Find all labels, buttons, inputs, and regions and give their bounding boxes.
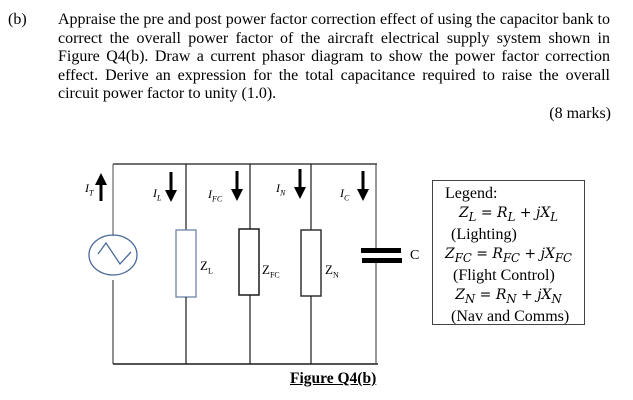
- legend-title: Legend:: [445, 185, 498, 202]
- current-label-in: IN: [276, 181, 286, 198]
- legend-desc-flight-control: (Flight Control): [453, 266, 555, 284]
- question-label: (b): [8, 11, 27, 28]
- impedance-label-zfc: ZFC: [262, 262, 280, 280]
- arrow-down-icon: [165, 172, 177, 202]
- figure-caption: Figure Q4(b): [290, 370, 377, 387]
- arrow-up-icon: [95, 173, 107, 201]
- arrow-down-icon: [294, 169, 306, 199]
- legend-equation-zn: ZN = RN + jXN: [455, 286, 562, 306]
- legend-desc-lighting: (Lighting): [451, 225, 517, 243]
- capacitor-plate-top: [361, 248, 401, 253]
- question-text: Appraise the pre and post power factor c…: [58, 11, 610, 102]
- current-label-it: IT: [85, 181, 94, 198]
- current-label-il: IL: [153, 186, 162, 203]
- legend-equation-zl: ZL = RL + jXL: [458, 204, 559, 224]
- current-label-ifc: IFC: [208, 187, 223, 204]
- legend-desc-nav-comms: (Nav and Comms): [451, 307, 570, 325]
- ac-source-icon: [88, 234, 138, 276]
- marks-label: (8 marks): [549, 105, 611, 122]
- arrow-down-icon: [231, 171, 243, 201]
- capacitor-label: C: [410, 248, 420, 263]
- zfc-impedance-box: [238, 228, 260, 296]
- impedance-label-zl: ZL: [200, 258, 213, 276]
- legend-box: Legend: ZL = RL + jXL (Lighting) ZFC = R…: [432, 180, 585, 325]
- impedance-label-zn: ZN: [325, 262, 339, 280]
- zl-impedance-box: [175, 229, 197, 298]
- current-label-ic: IC: [340, 186, 350, 203]
- zn-impedance-box: [300, 229, 322, 297]
- capacitor-plate-bottom: [362, 258, 402, 263]
- arrow-down-icon: [357, 171, 369, 201]
- legend-equation-zfc: ZFC = RFC + jXFC: [445, 245, 572, 265]
